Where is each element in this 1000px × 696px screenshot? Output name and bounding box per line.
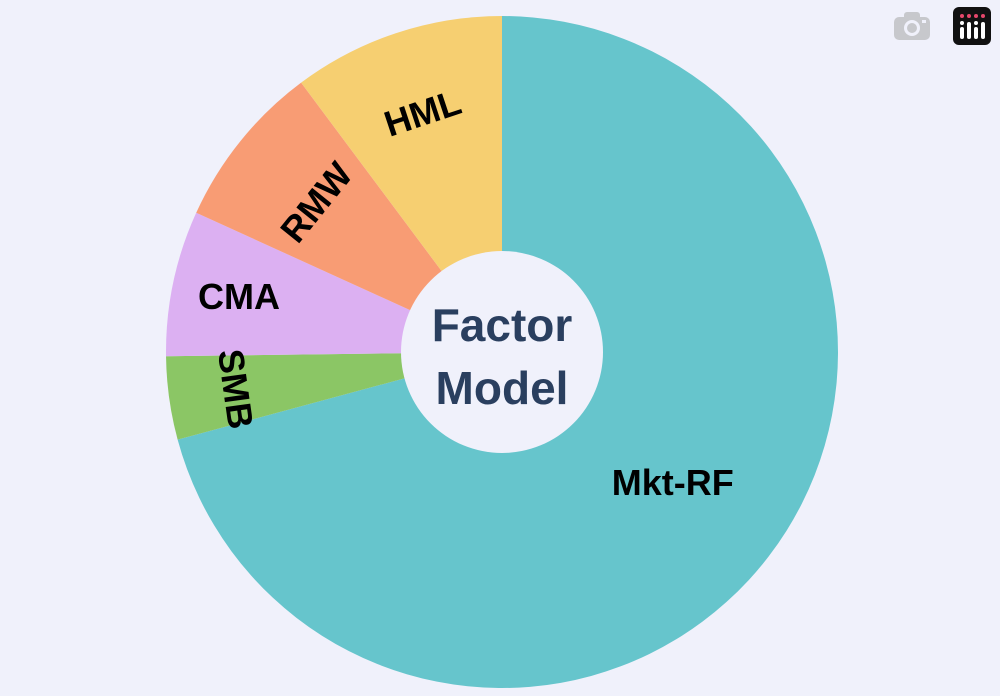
camera-icon[interactable] <box>892 6 932 46</box>
donut-hole <box>401 251 603 453</box>
modebar <box>892 6 992 46</box>
center-label-line-2: Model <box>436 362 569 414</box>
center-label-line-1: Factor <box>432 299 573 351</box>
slice-label-cma: CMA <box>198 276 280 317</box>
plotly-logo-icon[interactable] <box>952 6 992 46</box>
slice-label-mkt-rf: Mkt-RF <box>612 462 734 503</box>
slice-rmw[interactable] <box>196 82 502 352</box>
